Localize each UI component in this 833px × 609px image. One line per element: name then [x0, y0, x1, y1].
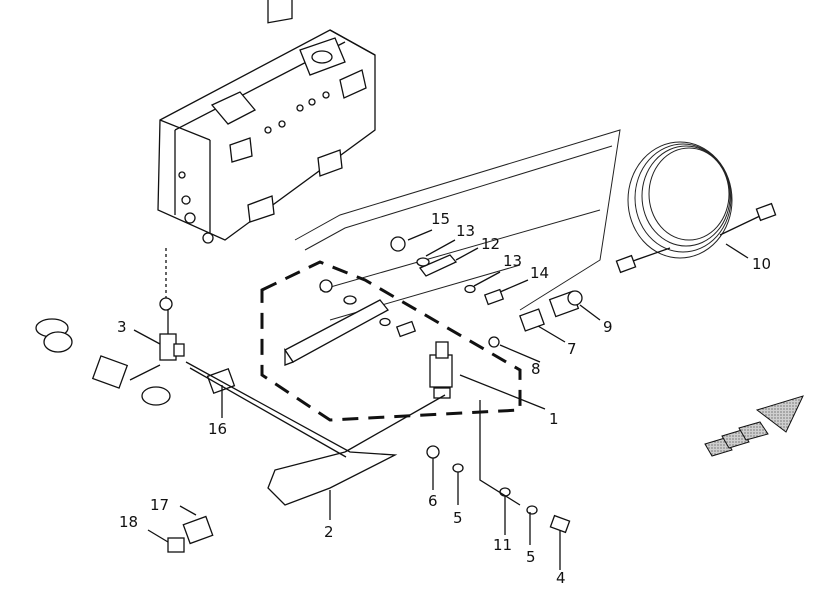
callout-15: 15: [431, 210, 450, 228]
callout-14: 14: [530, 264, 549, 282]
callout-7: 7: [567, 340, 577, 358]
callout-8: 8: [531, 360, 541, 378]
callout-labels: 1 2 3 4 5 5 6 7 8 9 10 11 12 13 13 14 15…: [117, 210, 771, 587]
bracket-assembly-dashed: [260, 260, 522, 422]
callout-1: 1: [549, 410, 559, 428]
callout-12: 12: [481, 235, 500, 253]
sender-unit: [35, 318, 171, 406]
callout-3: 3: [117, 318, 127, 336]
callout-18: 18: [119, 513, 138, 531]
valve-body: [429, 341, 453, 399]
fittings-group: [488, 290, 583, 348]
callout-10: 10: [752, 255, 771, 273]
engine-block: [157, 0, 376, 311]
callout-16: 16: [208, 420, 227, 438]
callout-5a: 5: [453, 509, 463, 527]
callout-4: 4: [556, 569, 566, 587]
forward-direction-arrow-icon: [704, 395, 804, 457]
lever-bracket: [284, 254, 458, 366]
tee-fitting: [159, 310, 185, 361]
callout-5b: 5: [526, 548, 536, 566]
leader-lines: [133, 229, 749, 570]
callout-13a: 13: [456, 222, 475, 240]
nut-and-plug: [167, 515, 214, 553]
callout-9: 9: [603, 318, 613, 336]
hose-coil: [615, 141, 777, 274]
callout-13b: 13: [503, 252, 522, 270]
callout-11: 11: [493, 536, 512, 554]
hardware-small-parts: [319, 236, 571, 534]
brake-pipe: [185, 361, 446, 506]
callout-2: 2: [324, 523, 334, 541]
callout-6: 6: [428, 492, 438, 510]
callout-17: 17: [150, 496, 169, 514]
